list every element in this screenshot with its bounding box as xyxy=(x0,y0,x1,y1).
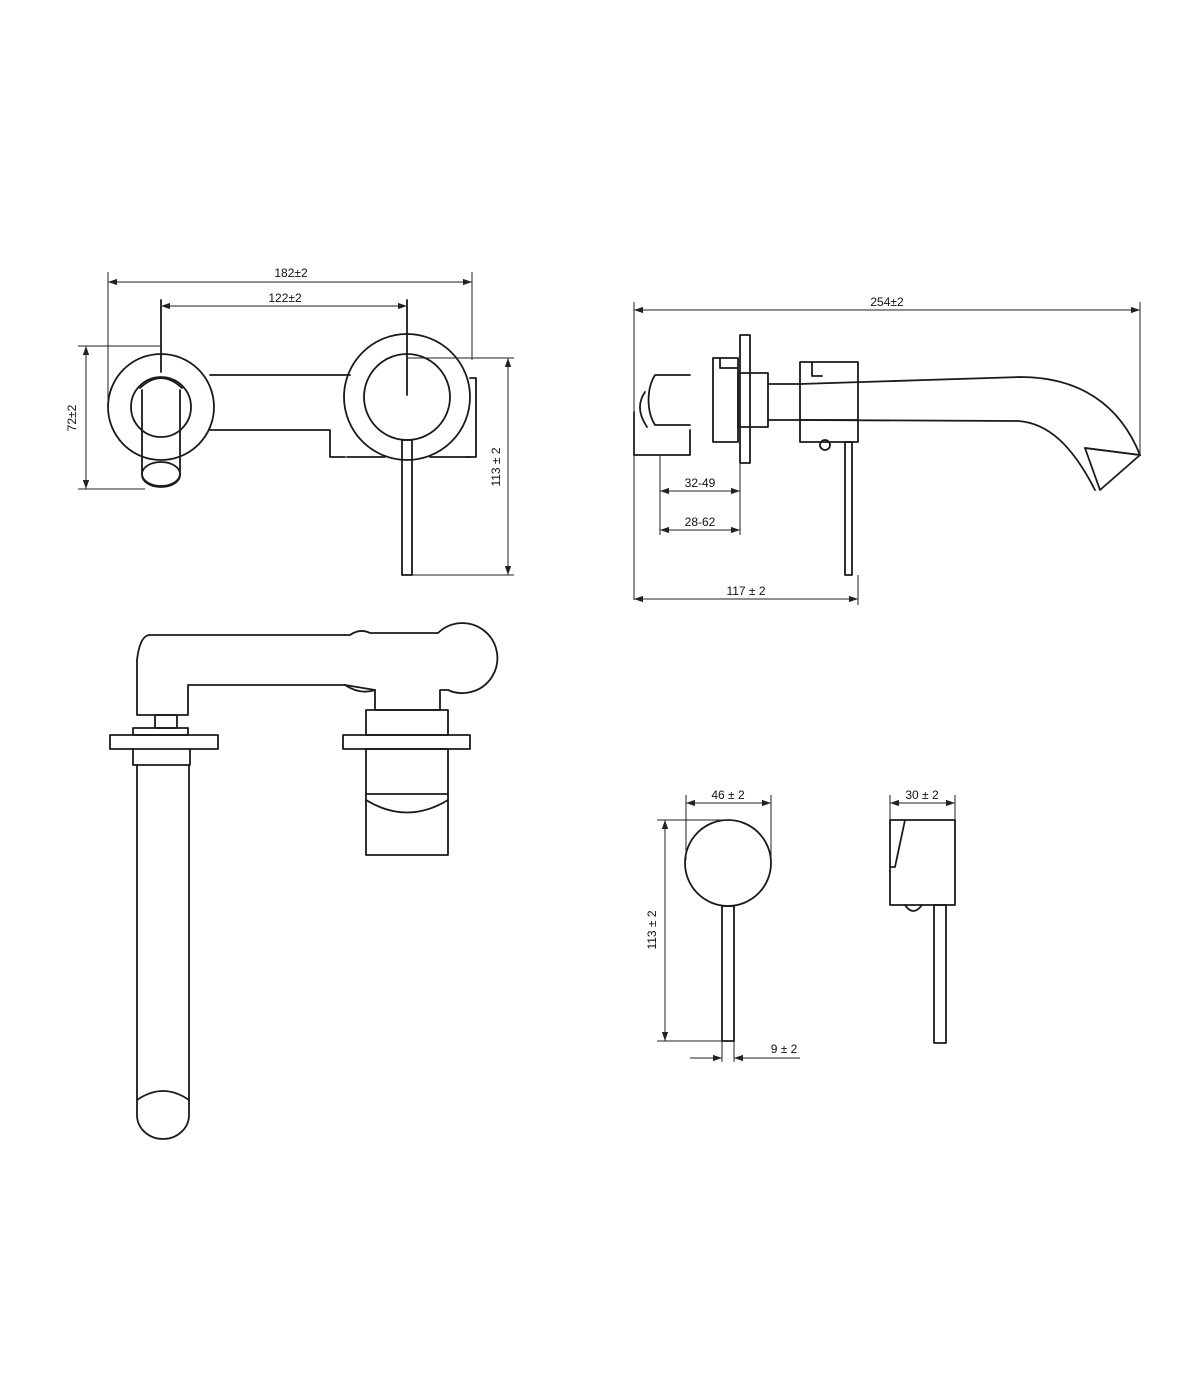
dim-mixer-lever-height: 113 ± 2 xyxy=(645,910,659,949)
mixer-front-dimensions: 46 ± 2 113 ± 2 9 ± 2 xyxy=(645,788,800,1062)
dim-mixer-depth: 30 ± 2 xyxy=(905,788,939,802)
mixer-side-dimensions: 30 ± 2 xyxy=(889,788,956,820)
dim-front-center-distance: 122±2 xyxy=(268,291,302,305)
mixer-front-view xyxy=(684,819,772,1042)
dim-front-overall-width: 182±2 xyxy=(274,266,308,280)
side-dimensions: 254±2 32-49 28-62 117 ± 2 xyxy=(633,295,1141,605)
dim-front-lever-height: 113 ± 2 xyxy=(489,447,503,486)
side-view xyxy=(633,334,1141,576)
front-dimensions: 182±2 122±2 72±2 113 ± 2 xyxy=(65,266,514,576)
dim-mixer-lever-width: 9 ± 2 xyxy=(771,1042,798,1056)
mixer-side-view xyxy=(889,819,956,1044)
dim-front-plate-height: 72±2 xyxy=(65,404,79,431)
top-view xyxy=(109,622,499,1140)
dim-side-overall-length: 254±2 xyxy=(870,295,904,309)
dim-side-wall-range-a: 32-49 xyxy=(685,476,716,490)
dim-side-wall-range-b: 28-62 xyxy=(685,515,716,529)
dim-mixer-plate-diameter: 46 ± 2 xyxy=(711,788,745,802)
dim-side-projection: 117 ± 2 xyxy=(726,584,765,598)
front-view xyxy=(107,299,477,576)
